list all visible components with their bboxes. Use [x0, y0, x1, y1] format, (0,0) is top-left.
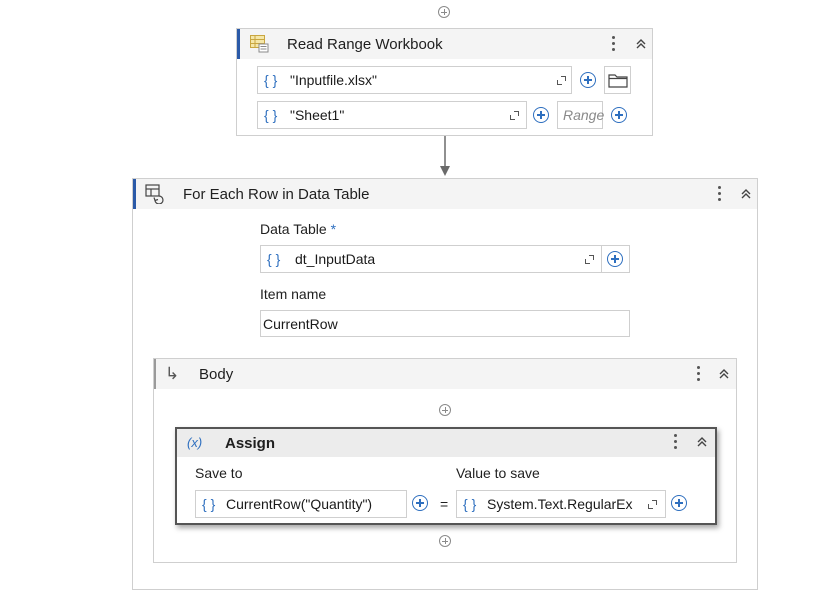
range-plus-button[interactable] [611, 107, 627, 123]
expression-brace-icon: { } [202, 496, 216, 512]
item-name-label: Item name [260, 286, 327, 302]
workbook-path-plus-button[interactable] [580, 72, 596, 88]
read-range-workbook-activity[interactable]: Read Range Workbook { } "Inputfile.xlsx"… [236, 28, 653, 136]
expression-brace-icon: { } [264, 107, 278, 123]
sheet-name-plus-button[interactable] [533, 107, 549, 123]
range-field[interactable]: Range [557, 101, 605, 129]
expand-editor-icon[interactable] [510, 111, 519, 120]
workbook-path-field[interactable]: { } "Inputfile.xlsx" [257, 66, 572, 94]
expression-brace-icon: { } [264, 72, 278, 88]
range-placeholder: Range [563, 107, 605, 123]
data-table-plus-field[interactable] [602, 245, 630, 273]
sheet-name-value: "Sheet1" [290, 107, 345, 123]
for-each-header[interactable]: For Each Row in Data Table [133, 179, 757, 209]
data-table-plus-button[interactable] [607, 251, 623, 267]
expression-brace-icon: { } [463, 496, 477, 512]
value-plus-button[interactable] [671, 495, 687, 511]
browse-file-button[interactable] [604, 66, 631, 94]
for-each-title: For Each Row in Data Table [183, 186, 370, 203]
assign-title: Assign [225, 435, 276, 452]
for-each-collapse-icon[interactable] [740, 188, 752, 200]
data-table-field[interactable]: { } dt_InputData [260, 245, 602, 273]
save-to-field[interactable]: { } CurrentRow("Quantity") [195, 490, 433, 518]
read-range-more-icon[interactable] [612, 36, 616, 54]
folder-icon [608, 74, 628, 88]
assign-activity[interactable]: (x) Assign Save to Value to save { } Cur… [175, 427, 717, 525]
expression-brace-icon: { } [267, 251, 281, 267]
assign-variable-icon: (x) [187, 435, 203, 450]
item-name-input[interactable]: CurrentRow [260, 310, 630, 337]
equals-sign: = [440, 496, 449, 512]
expand-editor-icon[interactable] [648, 500, 657, 509]
expand-editor-icon[interactable] [557, 76, 566, 85]
body-collapse-icon[interactable] [718, 368, 730, 380]
assign-header[interactable]: (x) Assign [177, 429, 715, 457]
add-activity-top-button[interactable] [438, 6, 450, 18]
item-name-value: CurrentRow [263, 315, 338, 332]
save-to-plus-button[interactable] [412, 495, 428, 511]
value-plus-field[interactable] [665, 490, 692, 518]
read-range-title: Read Range Workbook [287, 36, 443, 53]
assign-more-icon[interactable] [674, 434, 678, 452]
add-activity-body-top-button[interactable] [439, 404, 451, 416]
body-more-icon[interactable] [697, 366, 701, 384]
expand-editor-icon[interactable] [585, 255, 594, 264]
save-to-plus-field[interactable] [406, 490, 433, 518]
flow-connector-arrow [440, 136, 450, 176]
body-title: Body [199, 366, 234, 383]
value-to-save-field[interactable]: { } System.Text.RegularEx [456, 490, 692, 518]
add-activity-body-bottom-button[interactable] [439, 535, 451, 547]
body-container[interactable]: ↳ Body (x) Assign Save to Value to save [153, 358, 737, 563]
assign-collapse-icon[interactable] [696, 436, 708, 448]
body-arrow-icon: ↳ [165, 364, 180, 383]
value-to-save-label: Value to save [456, 465, 540, 481]
data-table-label: Data Table * [260, 221, 337, 237]
data-table-value: dt_InputData [295, 251, 376, 267]
read-range-collapse-icon[interactable] [635, 38, 647, 50]
required-asterisk: * [330, 221, 337, 237]
body-header[interactable]: ↳ Body [154, 359, 736, 389]
value-to-save-value: System.Text.RegularEx [487, 496, 633, 512]
save-to-label: Save to [195, 465, 243, 481]
workbook-path-value: "Inputfile.xlsx" [290, 72, 377, 88]
for-each-row-activity[interactable]: For Each Row in Data Table Data Table * … [132, 178, 758, 590]
read-range-header[interactable]: Read Range Workbook [237, 29, 652, 59]
sheet-name-field[interactable]: { } "Sheet1" [257, 101, 527, 129]
save-to-value: CurrentRow("Quantity") [226, 496, 373, 512]
for-each-table-icon [145, 184, 164, 204]
excel-table-icon [250, 35, 269, 53]
for-each-more-icon[interactable] [718, 186, 722, 204]
